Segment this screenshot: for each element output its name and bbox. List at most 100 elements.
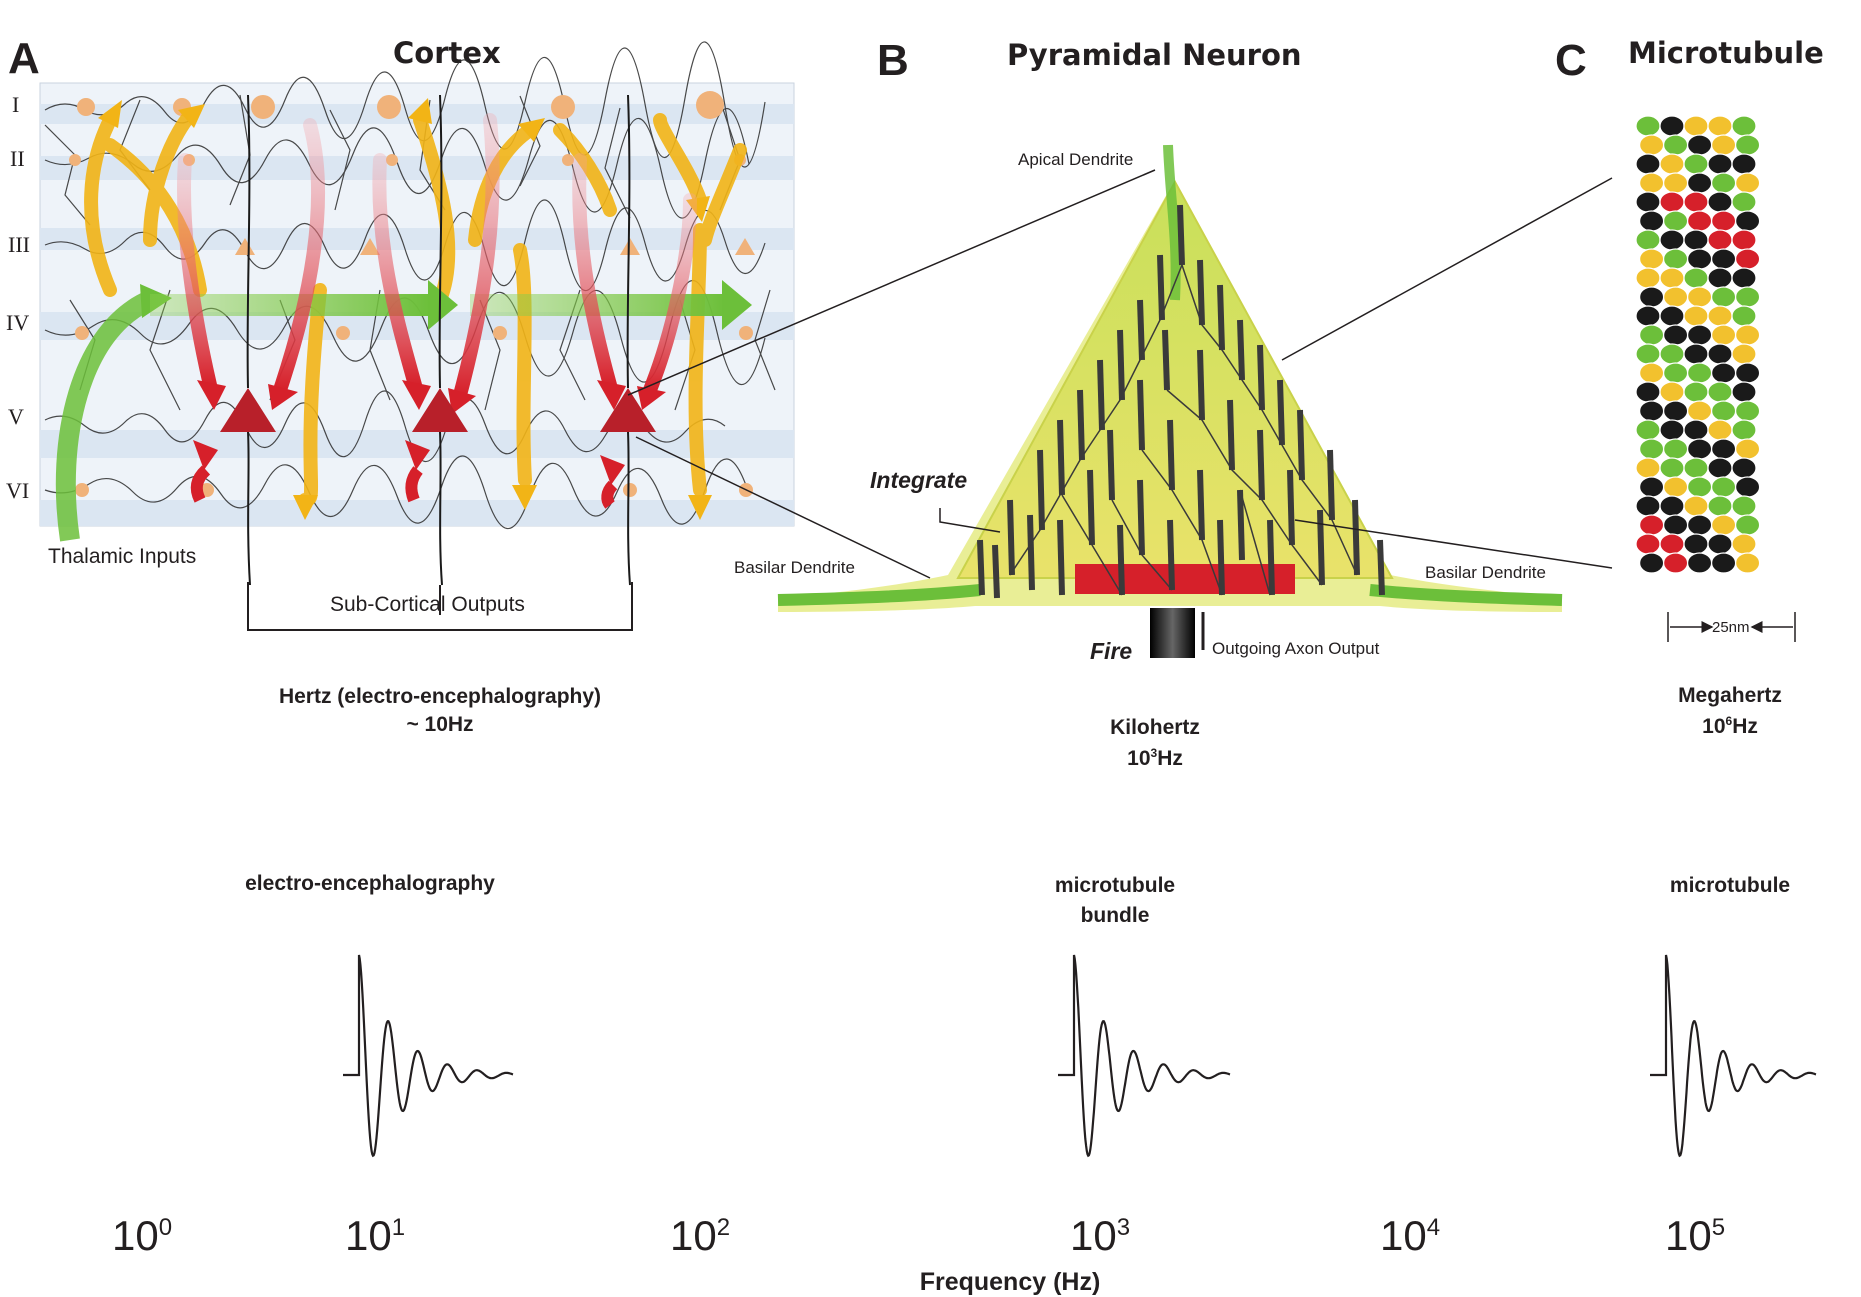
microtubule-illustration [1635, 115, 1761, 574]
axis-tick-5: 105 [1665, 1212, 1726, 1259]
panel-b-title: Pyramidal Neuron [1007, 38, 1302, 72]
tubulin-subunit [1635, 457, 1661, 479]
tubulin-subunit [1734, 134, 1761, 156]
tubulin-subunit [1635, 191, 1661, 213]
tubulin-subunit [1731, 229, 1757, 251]
small-pyramids [235, 238, 755, 255]
scale-bar-label: 25nm [1712, 619, 1750, 636]
tubulin-subunit [1638, 476, 1665, 498]
tubulin-subunit [1638, 514, 1665, 536]
soma-dots [69, 91, 753, 497]
tubulin-subunit [1710, 324, 1737, 346]
tubulin-subunit [1686, 552, 1713, 574]
tubulin-subunit [1662, 362, 1689, 384]
cortex-pyramidal-neurons [220, 388, 656, 432]
bundle-wave-label-line1: microtubule [1054, 874, 1176, 897]
neuron-microtubule-bars [977, 204, 1385, 599]
tubulin-subunit [1731, 153, 1757, 175]
axis-tick-0: 100 [112, 1212, 173, 1259]
waveform-eeg [343, 954, 514, 1158]
sub-cortical-outputs-label: Sub-Cortical Outputs [330, 593, 525, 616]
tubulin-subunit [1683, 533, 1709, 555]
tubulin-subunit [1707, 305, 1733, 327]
tubulin-subunit [1635, 305, 1661, 327]
panel-c-letter: C [1555, 36, 1587, 85]
tubulin-subunit [1662, 286, 1689, 308]
tubulin-subunit [1731, 343, 1757, 365]
tubulin-subunit [1686, 400, 1713, 422]
panel-b-frequency-name: Kilohertz [1110, 716, 1200, 739]
tubulin-subunit [1686, 248, 1713, 270]
tubulin-subunit [1683, 267, 1709, 289]
tubulin-subunit [1710, 438, 1737, 460]
tubulin-subunit [1638, 286, 1665, 308]
tubulin-subunit [1734, 438, 1761, 460]
neuron-axons [246, 94, 631, 586]
tubulin-subunit [1734, 210, 1761, 232]
tubulin-subunit [1686, 210, 1713, 232]
axis-tick-2: 102 [670, 1212, 731, 1259]
tubulin-subunit [1710, 248, 1737, 270]
tubulin-subunit [1710, 172, 1737, 194]
tubulin-subunit [1731, 495, 1757, 517]
tubulin-subunit [1707, 495, 1733, 517]
tubulin-subunit [1638, 324, 1665, 346]
tubulin-subunit [1734, 248, 1761, 270]
tubulin-subunit [1734, 552, 1761, 574]
tubulin-subunit [1710, 476, 1737, 498]
tubulin-subunit [1635, 495, 1661, 517]
tubulin-subunit [1635, 267, 1661, 289]
panel-a-frequency-value: ~ 10Hz [406, 713, 474, 736]
tubulin-subunit [1635, 533, 1661, 555]
panel-b-letter: B [877, 36, 909, 85]
eeg-wave-label: electro-encephalography [245, 872, 495, 895]
tubulin-subunit [1731, 115, 1757, 137]
tubulin-subunit [1662, 514, 1689, 536]
panel-c-frequency-value: 106Hz [1702, 714, 1758, 738]
tubulin-subunit [1635, 229, 1661, 251]
tubulin-subunit [1686, 362, 1713, 384]
tubulin-subunit [1659, 381, 1685, 403]
integrate-label: Integrate [870, 467, 968, 493]
tubulin-subunit [1734, 172, 1761, 194]
layer-label-3: III [8, 232, 30, 257]
tubulin-subunit [1662, 248, 1689, 270]
tubulin-subunit [1659, 419, 1685, 441]
tubulin-subunit [1683, 191, 1709, 213]
tubulin-subunit [1686, 134, 1713, 156]
layer-label-2: II [10, 146, 25, 171]
tubulin-subunit [1638, 552, 1665, 574]
frequency-axis-label: Frequency (Hz) [919, 1268, 1101, 1296]
layer-label-6: VI [6, 478, 30, 503]
outputs-bracket [247, 582, 633, 631]
tubulin-subunit [1638, 400, 1665, 422]
tubulin-subunit [1731, 419, 1757, 441]
tubulin-subunit [1710, 400, 1737, 422]
layer-label-1: I [12, 92, 20, 117]
tubulin-subunit [1683, 419, 1709, 441]
tubulin-subunit [1662, 172, 1689, 194]
tubulin-subunit [1635, 419, 1661, 441]
tubulin-subunit [1710, 210, 1737, 232]
basilar-dendrite-left-label: Basilar Dendrite [734, 558, 855, 577]
axis-tick-3: 103 [1070, 1212, 1131, 1259]
tubulin-subunit [1707, 153, 1733, 175]
tubulin-subunit [1686, 438, 1713, 460]
tubulin-subunit [1638, 248, 1665, 270]
tubulin-subunit [1734, 476, 1761, 498]
tubulin-subunit [1638, 134, 1665, 156]
tubulin-subunit [1683, 153, 1709, 175]
tubulin-subunit [1710, 514, 1737, 536]
layer-label-4: IV [6, 310, 30, 335]
panel-a-frequency-name: Hertz (electro-encephalography) [278, 685, 602, 708]
scale-bar [1667, 612, 1796, 642]
tubulin-subunit [1683, 343, 1709, 365]
tubulin-subunit [1659, 305, 1685, 327]
tubulin-subunit [1683, 229, 1709, 251]
tubulin-subunit [1659, 229, 1685, 251]
tubulin-subunit [1686, 476, 1713, 498]
tubulin-subunit [1662, 400, 1689, 422]
tubulin-subunit [1635, 381, 1661, 403]
basilar-dendrite-right-label: Basilar Dendrite [1425, 563, 1546, 582]
red-arrowheads [193, 380, 666, 485]
